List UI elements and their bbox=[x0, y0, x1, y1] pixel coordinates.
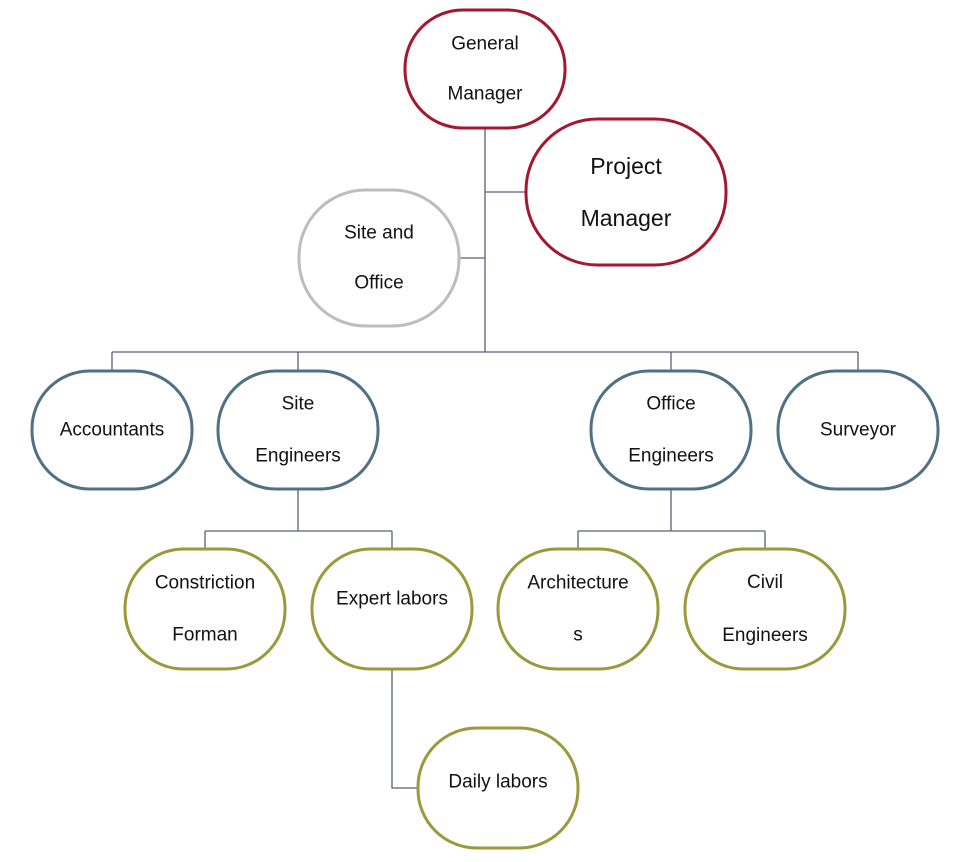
node-architectures[interactable]: Architecture s bbox=[496, 547, 660, 671]
node-label-line: Engineers bbox=[722, 625, 808, 646]
node-shape bbox=[496, 547, 660, 671]
node-label-line: Civil bbox=[747, 572, 783, 593]
connector-to-daily-labors bbox=[391, 670, 419, 789]
node-shape bbox=[683, 547, 847, 671]
node-label-line: Engineers bbox=[628, 446, 714, 467]
node-label-line: s bbox=[573, 625, 583, 646]
node-label-line: Project bbox=[590, 153, 662, 179]
node-shape bbox=[30, 369, 194, 491]
node-shape bbox=[123, 547, 287, 671]
node-label-line: Site and bbox=[344, 223, 414, 244]
node-shape bbox=[776, 369, 940, 491]
node-surveyor[interactable]: Surveyor bbox=[776, 369, 940, 491]
connectors bbox=[111, 128, 859, 789]
node-shape bbox=[589, 369, 753, 491]
node-shape bbox=[524, 117, 728, 267]
node-label-line: Manager bbox=[448, 84, 524, 105]
node-label-line: General bbox=[451, 34, 519, 55]
node-label-line: Engineers bbox=[255, 446, 341, 467]
node-label-line: Expert labors bbox=[336, 589, 448, 610]
node-label-line: Forman bbox=[172, 625, 237, 646]
node-label-line: Architecture bbox=[527, 573, 628, 594]
node-label-line: Office bbox=[646, 394, 695, 415]
node-shape bbox=[297, 188, 461, 328]
node-label-line: Daily labors bbox=[448, 772, 547, 793]
node-shape bbox=[416, 726, 580, 850]
node-label-line: Constriction bbox=[155, 573, 255, 594]
node-label-line: Site bbox=[282, 394, 315, 415]
node-label-line: Manager bbox=[581, 205, 672, 231]
node-accountants[interactable]: Accountants bbox=[30, 369, 194, 491]
node-shape bbox=[216, 369, 380, 491]
connector-office-engineers-down bbox=[577, 490, 766, 548]
node-shape bbox=[310, 547, 474, 671]
node-shape bbox=[403, 8, 567, 130]
node-expert-labors[interactable]: Expert labors bbox=[310, 547, 474, 671]
node-label-line: Accountants bbox=[60, 420, 165, 441]
node-label-line: Surveyor bbox=[820, 420, 897, 441]
connector-site-engineers-down bbox=[204, 490, 393, 548]
node-label-line: Office bbox=[354, 273, 403, 294]
node-daily-labors[interactable]: Daily labors bbox=[416, 726, 580, 850]
